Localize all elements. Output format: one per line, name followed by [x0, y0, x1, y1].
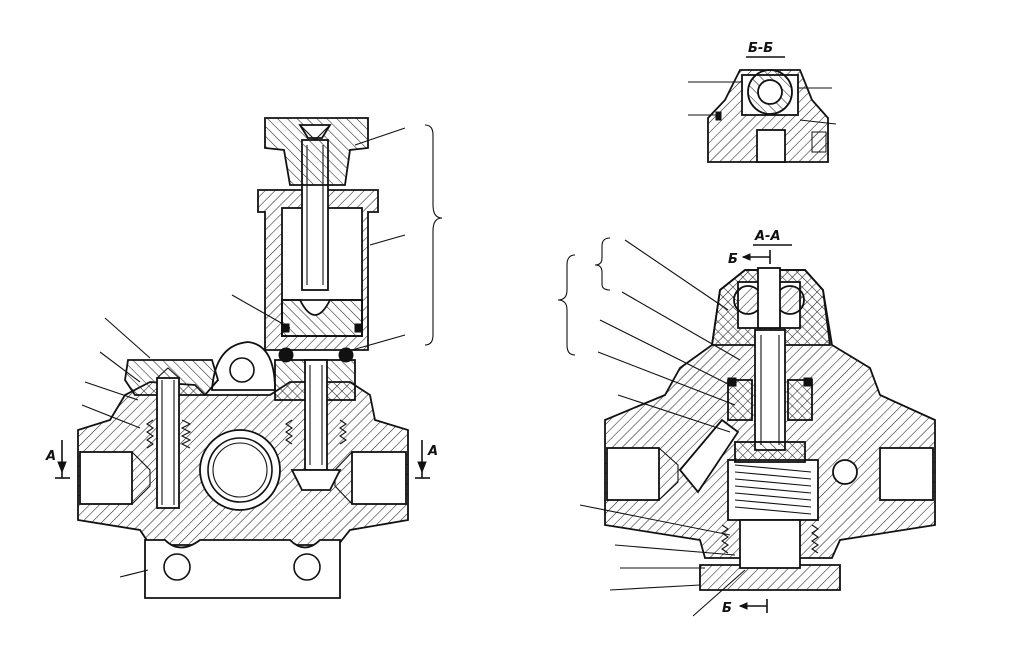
section-a-label-right: А — [427, 444, 438, 459]
leader-lines-right — [579, 239, 746, 617]
mounting-flange — [144, 539, 341, 599]
section-marker-a-left: А — [45, 440, 70, 479]
top-lug — [211, 341, 276, 391]
leader-lines-left — [81, 127, 406, 578]
aa-spring — [734, 464, 812, 515]
central-bore-inner — [207, 437, 273, 503]
section-bb-title: Б-Б — [748, 41, 773, 56]
aa-port-right — [879, 447, 934, 501]
left-view: А А — [45, 117, 443, 599]
section-b-label-top: Б — [728, 252, 738, 267]
brace-right-large — [557, 254, 576, 356]
section-aa-title: А-А — [754, 229, 781, 244]
central-bore-outer — [199, 429, 281, 511]
top-knob — [264, 117, 369, 186]
section-marker-a-right: А — [415, 440, 438, 479]
brace-right-small — [594, 237, 611, 291]
aa-port-left — [606, 447, 660, 501]
section-b-label-bottom: Б — [722, 601, 732, 616]
bolt — [156, 377, 180, 509]
section-a-label-left: А — [45, 449, 56, 464]
section-bb-view: Б-Б — [688, 41, 837, 163]
left-port-left — [79, 451, 133, 505]
left-port-right — [351, 451, 407, 505]
brace-left — [424, 124, 443, 346]
section-aa-view: А-А Б — [557, 229, 936, 617]
aa-plunger — [754, 329, 786, 451]
